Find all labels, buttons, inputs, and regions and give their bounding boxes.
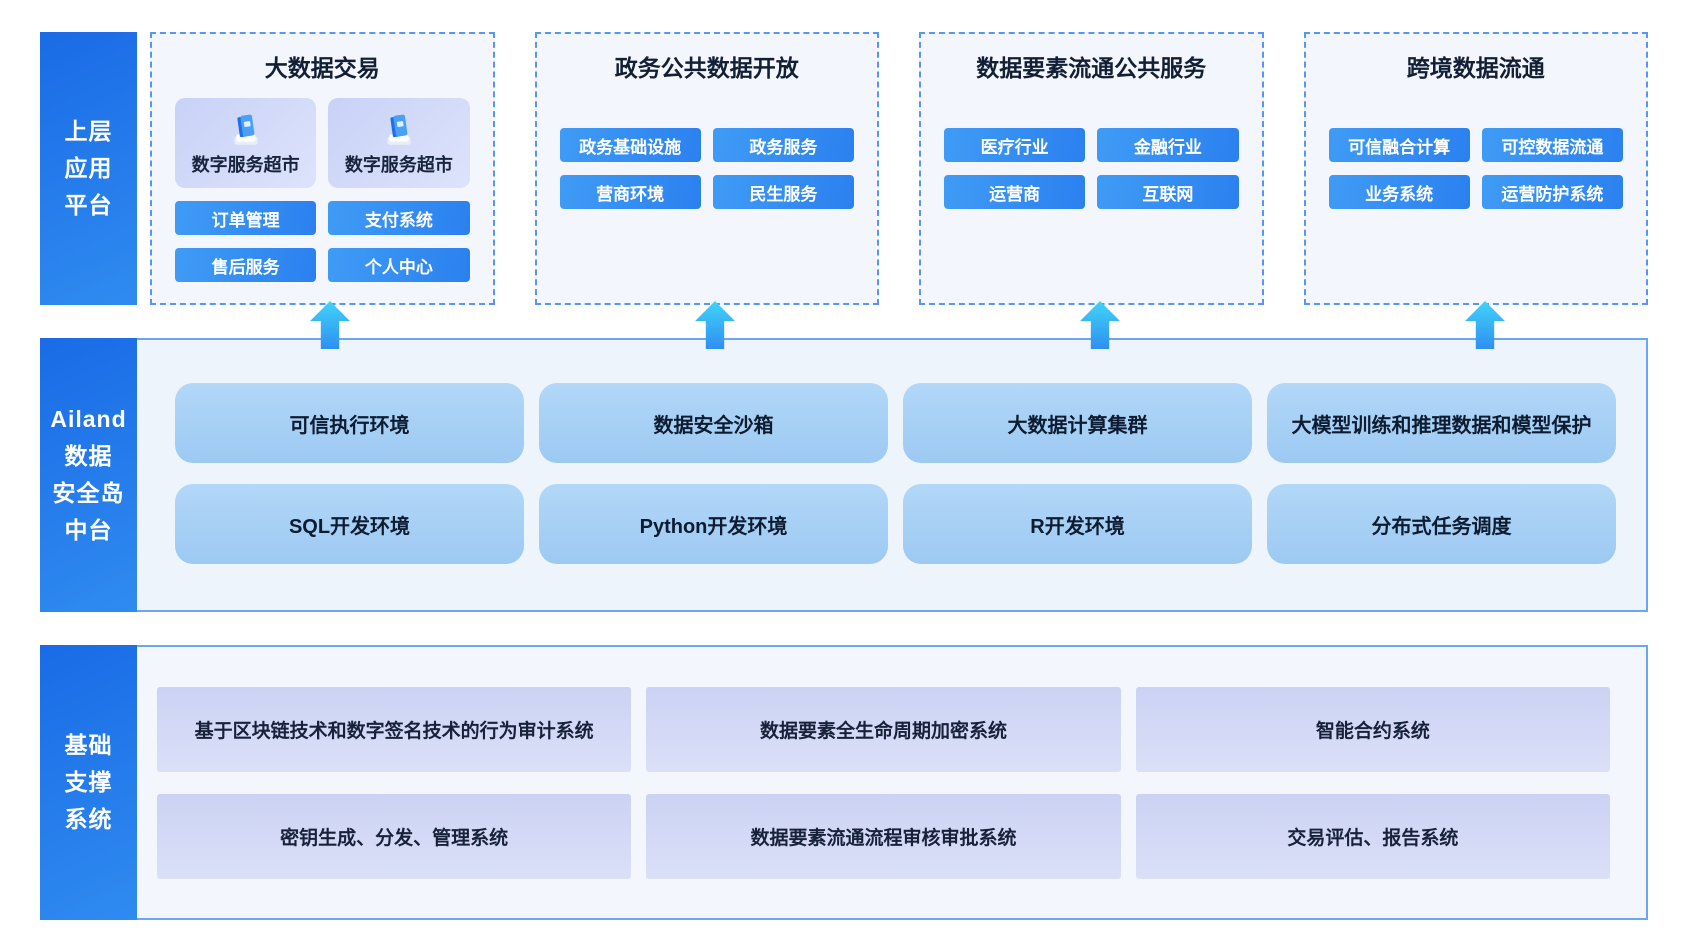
app-chip-grid: 订单管理 支付系统 售后服务 个人中心 bbox=[175, 201, 470, 282]
rail-line: 中台 bbox=[64, 517, 113, 543]
app-chip: 订单管理 bbox=[175, 201, 317, 235]
bottom-layer-rail-label: 基础 支撑 系统 bbox=[65, 727, 113, 838]
support-systems-box: 基于区块链技术和数字签名技术的行为审计系统 数据要素全生命周期加密系统 智能合约… bbox=[137, 645, 1648, 920]
rail-line: 系统 bbox=[64, 806, 113, 832]
section-title: 数据要素流通公共服务 bbox=[976, 55, 1207, 81]
digital-service-market-card: 数字服务超市 bbox=[328, 98, 470, 188]
flow-arrows-band bbox=[40, 301, 1648, 349]
rail-line: Ailand bbox=[50, 406, 127, 432]
digital-service-market-card: 数字服务超市 bbox=[175, 98, 317, 188]
app-chip: 个人中心 bbox=[328, 248, 470, 282]
card-label: 数字服务超市 bbox=[344, 154, 453, 175]
layer-gap bbox=[40, 612, 1648, 645]
app-chip: 互联网 bbox=[1097, 175, 1239, 209]
support-row: 密钥生成、分发、管理系统 数据要素流通流程审核审批系统 交易评估、报告系统 bbox=[157, 794, 1610, 879]
top-sections-row: 大数据交易 bbox=[150, 32, 1648, 305]
capability-cell: 可信执行环境 bbox=[175, 383, 524, 463]
rail-line: 支撑 bbox=[64, 769, 113, 795]
app-chip: 业务系统 bbox=[1328, 175, 1470, 209]
capability-cell: 数据安全沙箱 bbox=[539, 383, 888, 463]
rail-line: 基础 bbox=[64, 732, 113, 758]
service-cards-row: 数字服务超市 bbox=[175, 98, 470, 188]
digital-service-market-icon bbox=[227, 110, 265, 148]
middle-layer-rail: Ailand 数据 安全岛 中台 bbox=[40, 338, 137, 612]
app-chip: 运营防护系统 bbox=[1481, 175, 1623, 209]
section-big-data-trading: 大数据交易 bbox=[150, 32, 495, 305]
app-chip: 政务基础设施 bbox=[559, 128, 701, 162]
support-system-cell: 智能合约系统 bbox=[1135, 687, 1610, 772]
support-system-cell: 基于区块链技术和数字签名技术的行为审计系统 bbox=[157, 687, 632, 772]
app-chip: 金融行业 bbox=[1097, 128, 1239, 162]
rail-line: 数据 bbox=[64, 443, 113, 469]
layer-basic-support-systems: 基础 支撑 系统 基于区块链技术和数字签名技术的行为审计系统 数据要素全生命周期… bbox=[40, 645, 1648, 920]
card-label: 数字服务超市 bbox=[191, 154, 300, 175]
support-system-cell: 交易评估、报告系统 bbox=[1135, 794, 1610, 879]
capability-cell: SQL开发环境 bbox=[175, 484, 524, 564]
app-chip-grid: 可信融合计算 可控数据流通 业务系统 运营防护系统 bbox=[1328, 128, 1623, 209]
section-data-element-circulation-services: 数据要素流通公共服务 医疗行业 金融行业 运营商 互联网 bbox=[919, 32, 1264, 305]
section-title: 政务公共数据开放 bbox=[614, 55, 799, 81]
section-gov-public-data-open: 政务公共数据开放 政务基础设施 政务服务 营商环境 民生服务 bbox=[534, 32, 879, 305]
section-title: 大数据交易 bbox=[264, 55, 380, 81]
app-chip: 医疗行业 bbox=[944, 128, 1086, 162]
section-cross-border-data-flow: 跨境数据流通 可信融合计算 可控数据流通 业务系统 运营防护系统 bbox=[1303, 32, 1648, 305]
app-chip-grid: 医疗行业 金融行业 运营商 互联网 bbox=[944, 128, 1239, 209]
app-chip: 支付系统 bbox=[328, 201, 470, 235]
app-chip: 可控数据流通 bbox=[1481, 128, 1623, 162]
top-layer-rail: 上层 应用 平台 bbox=[40, 32, 137, 305]
layer-ailand-data-security-island: Ailand 数据 安全岛 中台 可信执行环境 数据安全沙箱 大数据计算集群 大… bbox=[40, 338, 1648, 612]
rail-line: 上层 bbox=[64, 118, 113, 144]
rail-line: 平台 bbox=[64, 192, 113, 218]
bottom-layer-rail: 基础 支撑 系统 bbox=[40, 645, 137, 920]
app-chip: 政务服务 bbox=[712, 128, 854, 162]
support-system-cell: 数据要素全生命周期加密系统 bbox=[646, 687, 1121, 772]
capability-cell: R开发环境 bbox=[903, 484, 1252, 564]
app-chip: 售后服务 bbox=[175, 248, 317, 282]
top-layer-rail-label: 上层 应用 平台 bbox=[65, 113, 113, 224]
middle-platform-box: 可信执行环境 数据安全沙箱 大数据计算集群 大模型训练和推理数据和模型保护 SQ… bbox=[137, 338, 1648, 612]
middle-layer-rail-label: Ailand 数据 安全岛 中台 bbox=[50, 401, 126, 549]
support-system-cell: 数据要素流通流程审核审批系统 bbox=[646, 794, 1121, 879]
app-chip: 营商环境 bbox=[559, 175, 701, 209]
rail-line: 应用 bbox=[64, 155, 113, 181]
capability-row: 可信执行环境 数据安全沙箱 大数据计算集群 大模型训练和推理数据和模型保护 bbox=[175, 383, 1616, 463]
digital-service-market-icon bbox=[380, 110, 418, 148]
layer-top-applications: 上层 应用 平台 大数据交易 bbox=[40, 32, 1648, 305]
capability-cell: 大模型训练和推理数据和模型保护 bbox=[1267, 383, 1616, 463]
app-chip: 可信融合计算 bbox=[1328, 128, 1470, 162]
capability-cell: 大数据计算集群 bbox=[903, 383, 1252, 463]
architecture-diagram: 上层 应用 平台 大数据交易 bbox=[40, 32, 1648, 920]
capability-cell: 分布式任务调度 bbox=[1267, 484, 1616, 564]
app-chip: 运营商 bbox=[944, 175, 1086, 209]
rail-line: 安全岛 bbox=[52, 480, 125, 506]
app-chip: 民生服务 bbox=[712, 175, 854, 209]
support-system-cell: 密钥生成、分发、管理系统 bbox=[157, 794, 632, 879]
app-chip-grid: 政务基础设施 政务服务 营商环境 民生服务 bbox=[559, 128, 854, 209]
section-title: 跨境数据流通 bbox=[1406, 55, 1545, 81]
support-row: 基于区块链技术和数字签名技术的行为审计系统 数据要素全生命周期加密系统 智能合约… bbox=[157, 687, 1610, 772]
capability-row: SQL开发环境 Python开发环境 R开发环境 分布式任务调度 bbox=[175, 484, 1616, 564]
capability-cell: Python开发环境 bbox=[539, 484, 888, 564]
